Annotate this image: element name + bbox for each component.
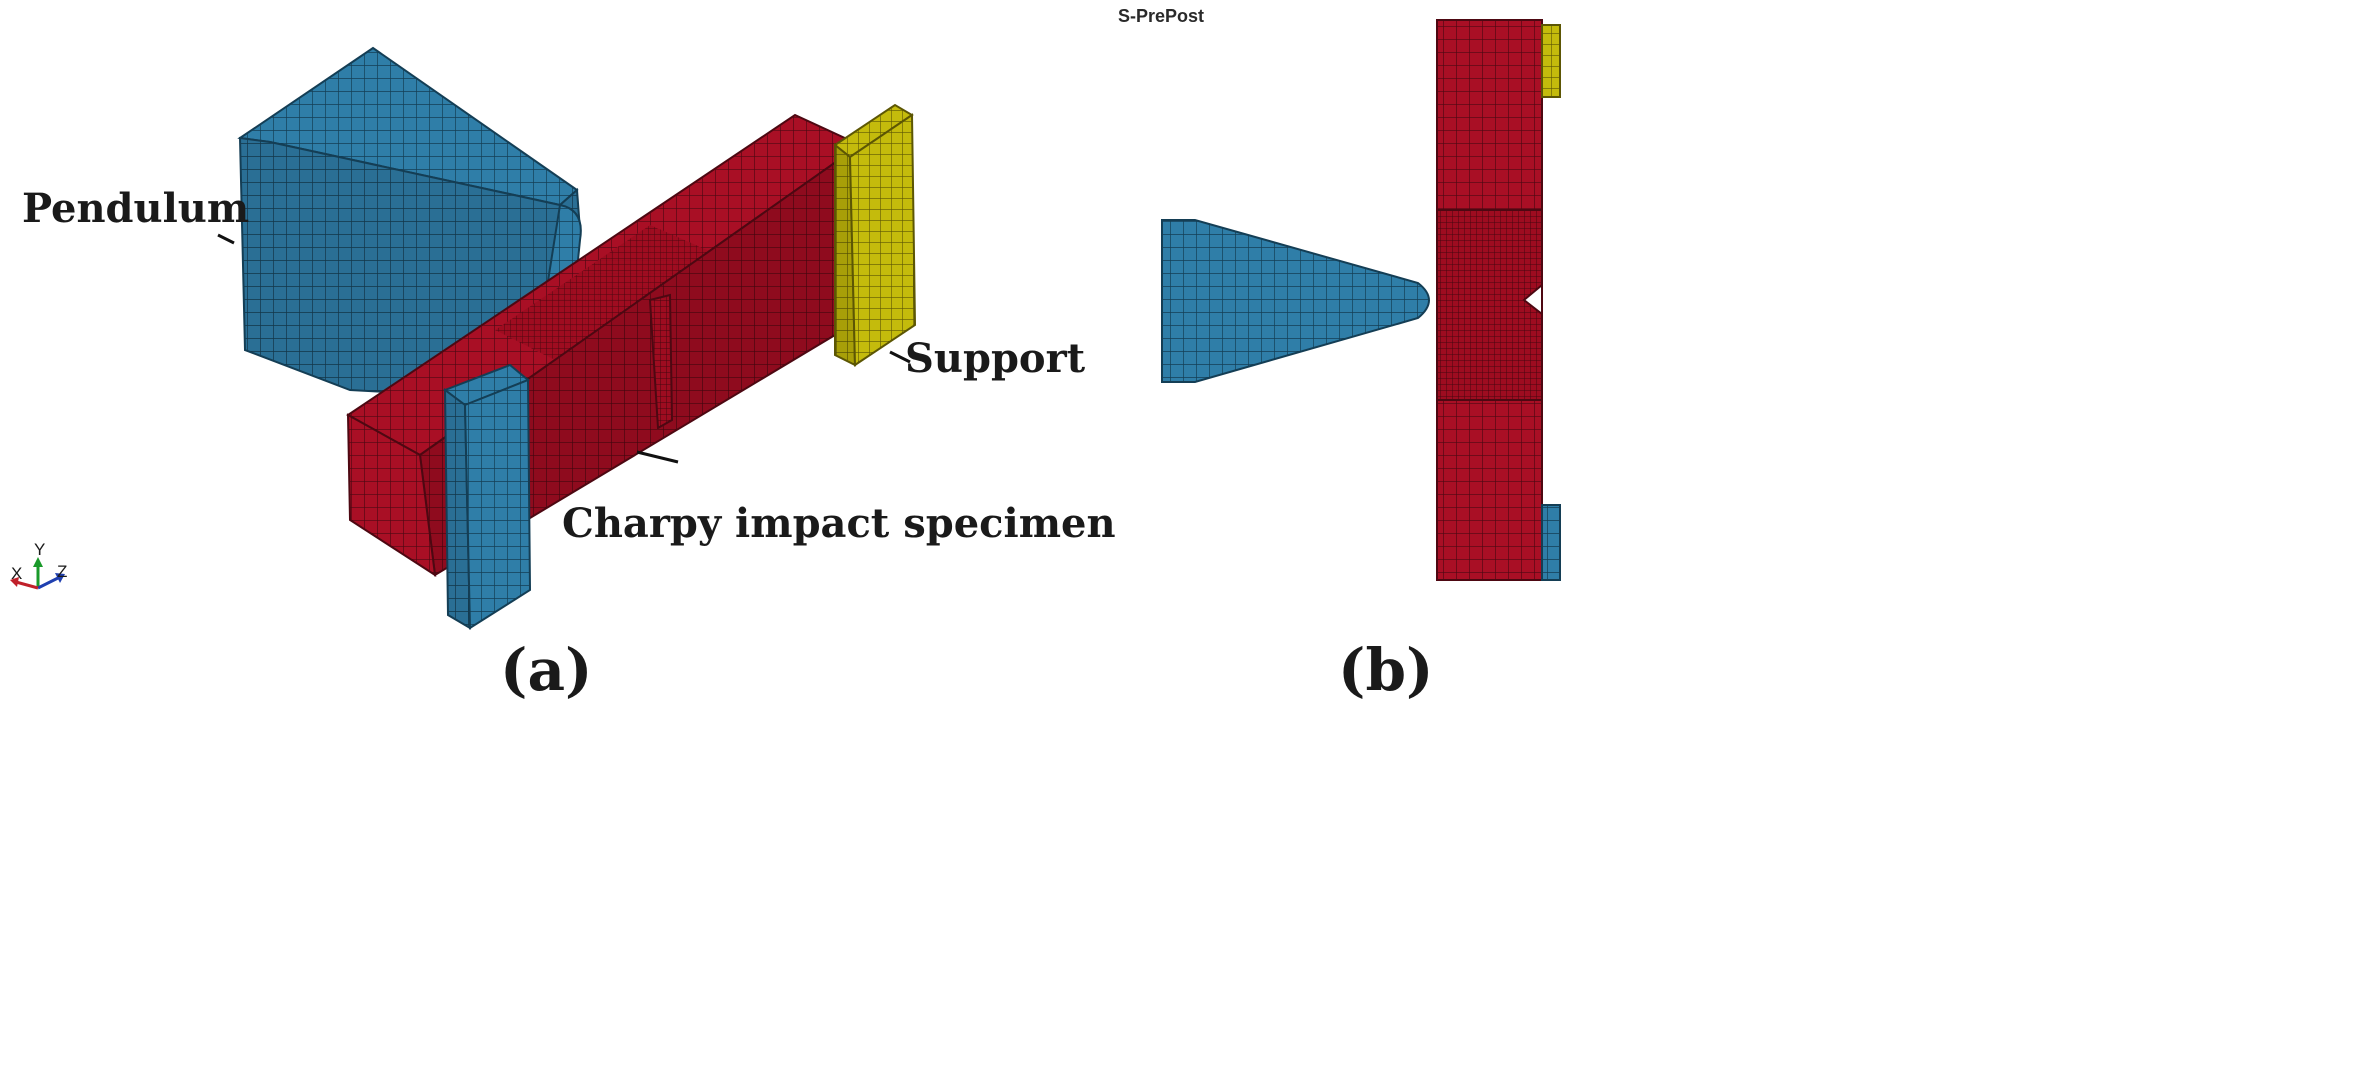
specimen-label: Charpy impact specimen bbox=[562, 500, 1116, 547]
triad-x-axis bbox=[15, 580, 39, 590]
triad-z-arrow bbox=[55, 573, 65, 583]
triad-z-label: Z bbox=[57, 562, 67, 581]
specimen-2d-upper bbox=[1436, 19, 1543, 211]
specimen-2d-lower bbox=[1436, 399, 1543, 581]
anvil-main-face bbox=[463, 378, 532, 630]
triad-x-label: X bbox=[11, 564, 22, 583]
specimen-mesh bbox=[346, 113, 862, 578]
specimen-2d-refined bbox=[1436, 209, 1543, 401]
support-leader-line bbox=[889, 350, 911, 364]
specimen-2d-notch bbox=[1522, 282, 1543, 317]
anvil-mesh bbox=[442, 363, 532, 630]
triad-y-label: Y bbox=[34, 540, 45, 559]
triad-y-arrow bbox=[33, 557, 43, 567]
pendulum-label: Pendulum bbox=[22, 185, 249, 232]
support-mesh bbox=[833, 103, 917, 367]
triad-z-axis bbox=[37, 576, 59, 590]
panel-b-caption: (b) bbox=[1338, 636, 1433, 704]
specimen-2d-mesh bbox=[1436, 19, 1543, 581]
support-2d-top bbox=[1541, 24, 1561, 98]
specimen-end-face bbox=[346, 413, 437, 578]
axis-triad: Y Z X bbox=[10, 540, 67, 590]
support-label: Support bbox=[905, 335, 1086, 382]
panel-a-caption: (a) bbox=[500, 636, 592, 704]
pendulum-2d-mesh bbox=[1161, 219, 1430, 383]
pendulum-leader-line bbox=[217, 233, 235, 245]
support-main-face bbox=[848, 113, 917, 367]
anvil-2d-bottom bbox=[1541, 504, 1561, 581]
panel-a: Pendulum Support Charpy impact specimen … bbox=[10, 46, 1116, 704]
specimen-refined-band bbox=[495, 225, 730, 370]
software-title: S-PrePost bbox=[1118, 6, 1204, 26]
specimen-notch bbox=[648, 293, 674, 430]
panel-b: S-PrePost (b) bbox=[1118, 6, 1561, 704]
specimen-leader-line bbox=[636, 450, 679, 464]
triad-x-arrow bbox=[10, 577, 19, 587]
